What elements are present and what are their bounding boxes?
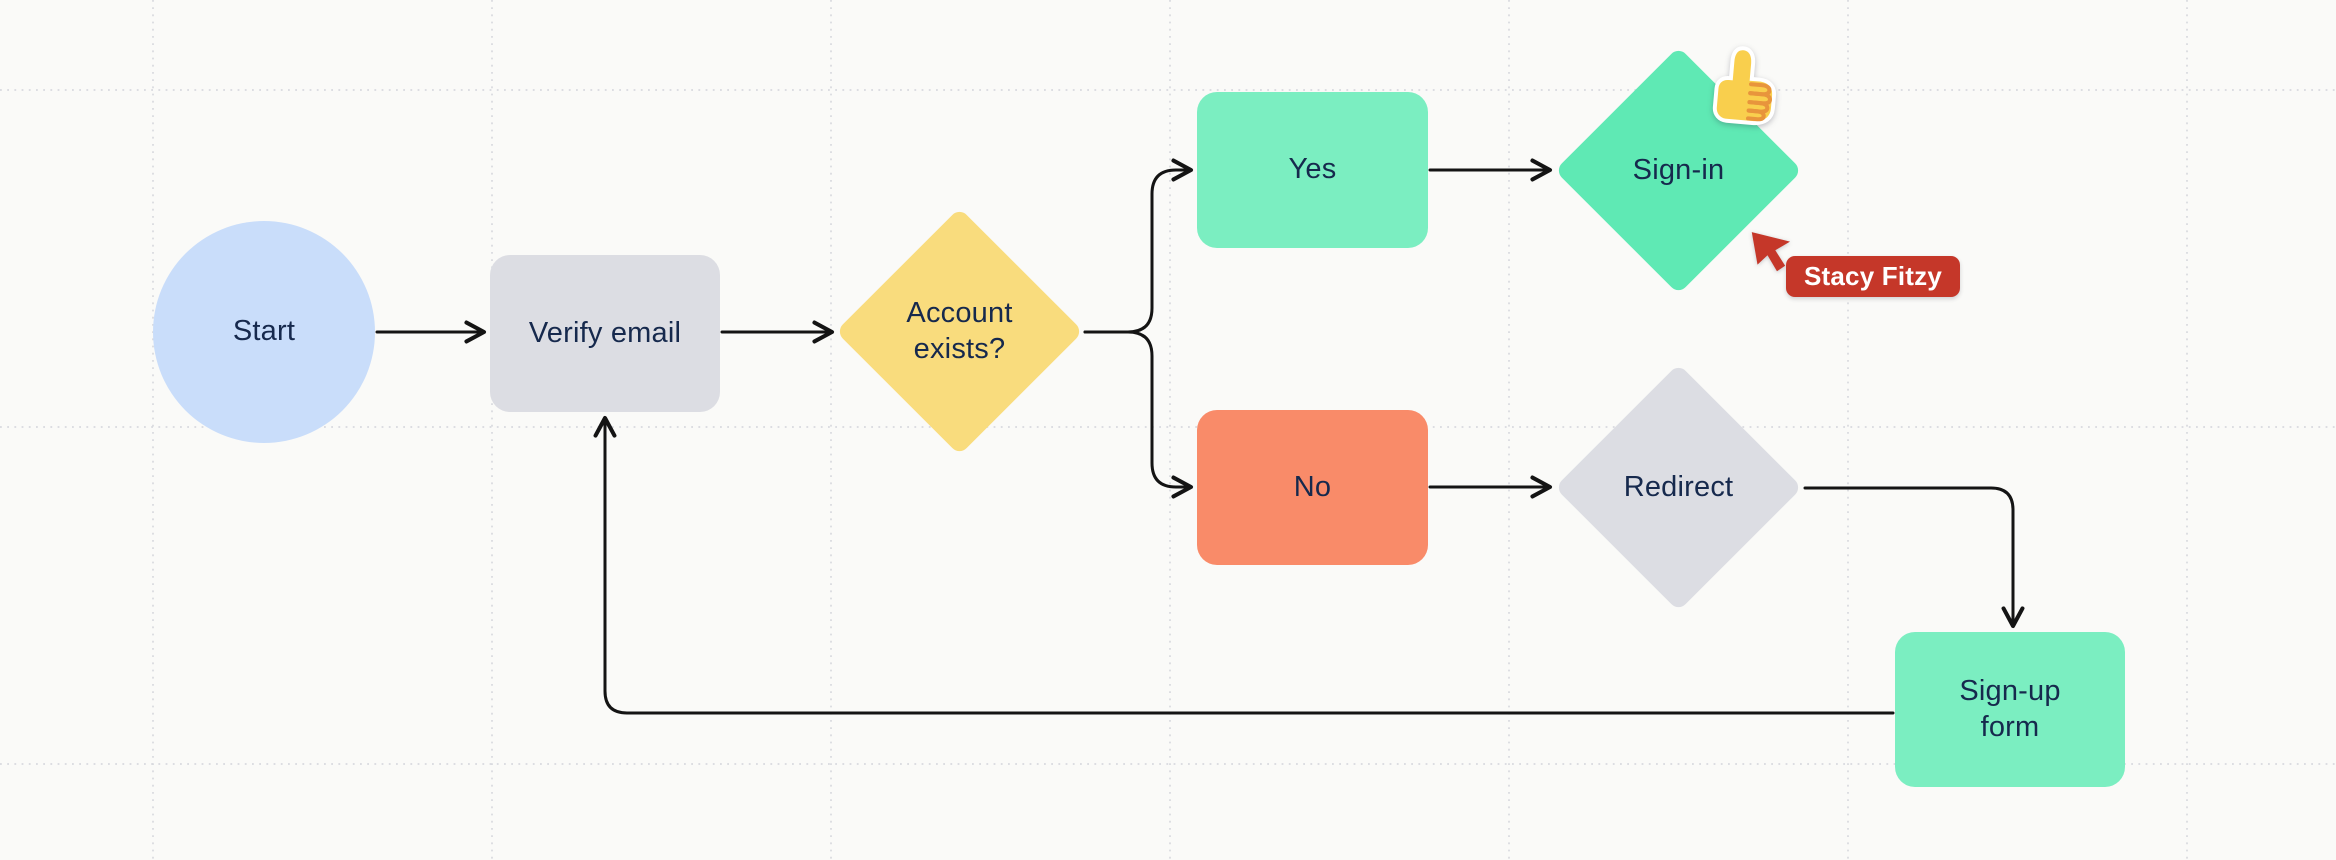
edge-signup-to-verify[interactable] (593, 415, 1895, 715)
collaborator-name-badge: Stacy Fitzy (1786, 256, 1961, 297)
node-sign-up-form[interactable]: Sign-up form (1895, 632, 2125, 787)
node-no[interactable]: No (1197, 410, 1428, 565)
thumbs-up-sticker-icon[interactable] (1708, 46, 1780, 128)
node-sign-in-label: Sign-in (1632, 153, 1725, 186)
node-no-label: No (1293, 470, 1332, 503)
edge-redirect-to-signup[interactable] (1803, 486, 2025, 629)
node-yes[interactable]: Yes (1197, 92, 1428, 248)
edge-account-to-no[interactable] (1083, 330, 1194, 499)
node-redirect-label: Redirect (1623, 470, 1734, 503)
node-yes-label: Yes (1288, 153, 1337, 186)
node-start-label: Start (232, 315, 296, 348)
node-verify-email-label: Verify email (528, 316, 682, 349)
node-redirect[interactable]: Redirect (1554, 363, 1803, 612)
edge-account-to-yes[interactable] (1083, 158, 1194, 334)
node-account-exists-label: Account exists? (906, 297, 1013, 365)
node-start[interactable]: Start (153, 221, 375, 443)
node-sign-up-form-label: Sign-up form (1959, 675, 2061, 743)
node-account-exists[interactable]: Account exists? (835, 207, 1084, 456)
collaborator-cursor-icon (1751, 232, 1791, 272)
node-verify-email[interactable]: Verify email (490, 255, 720, 412)
